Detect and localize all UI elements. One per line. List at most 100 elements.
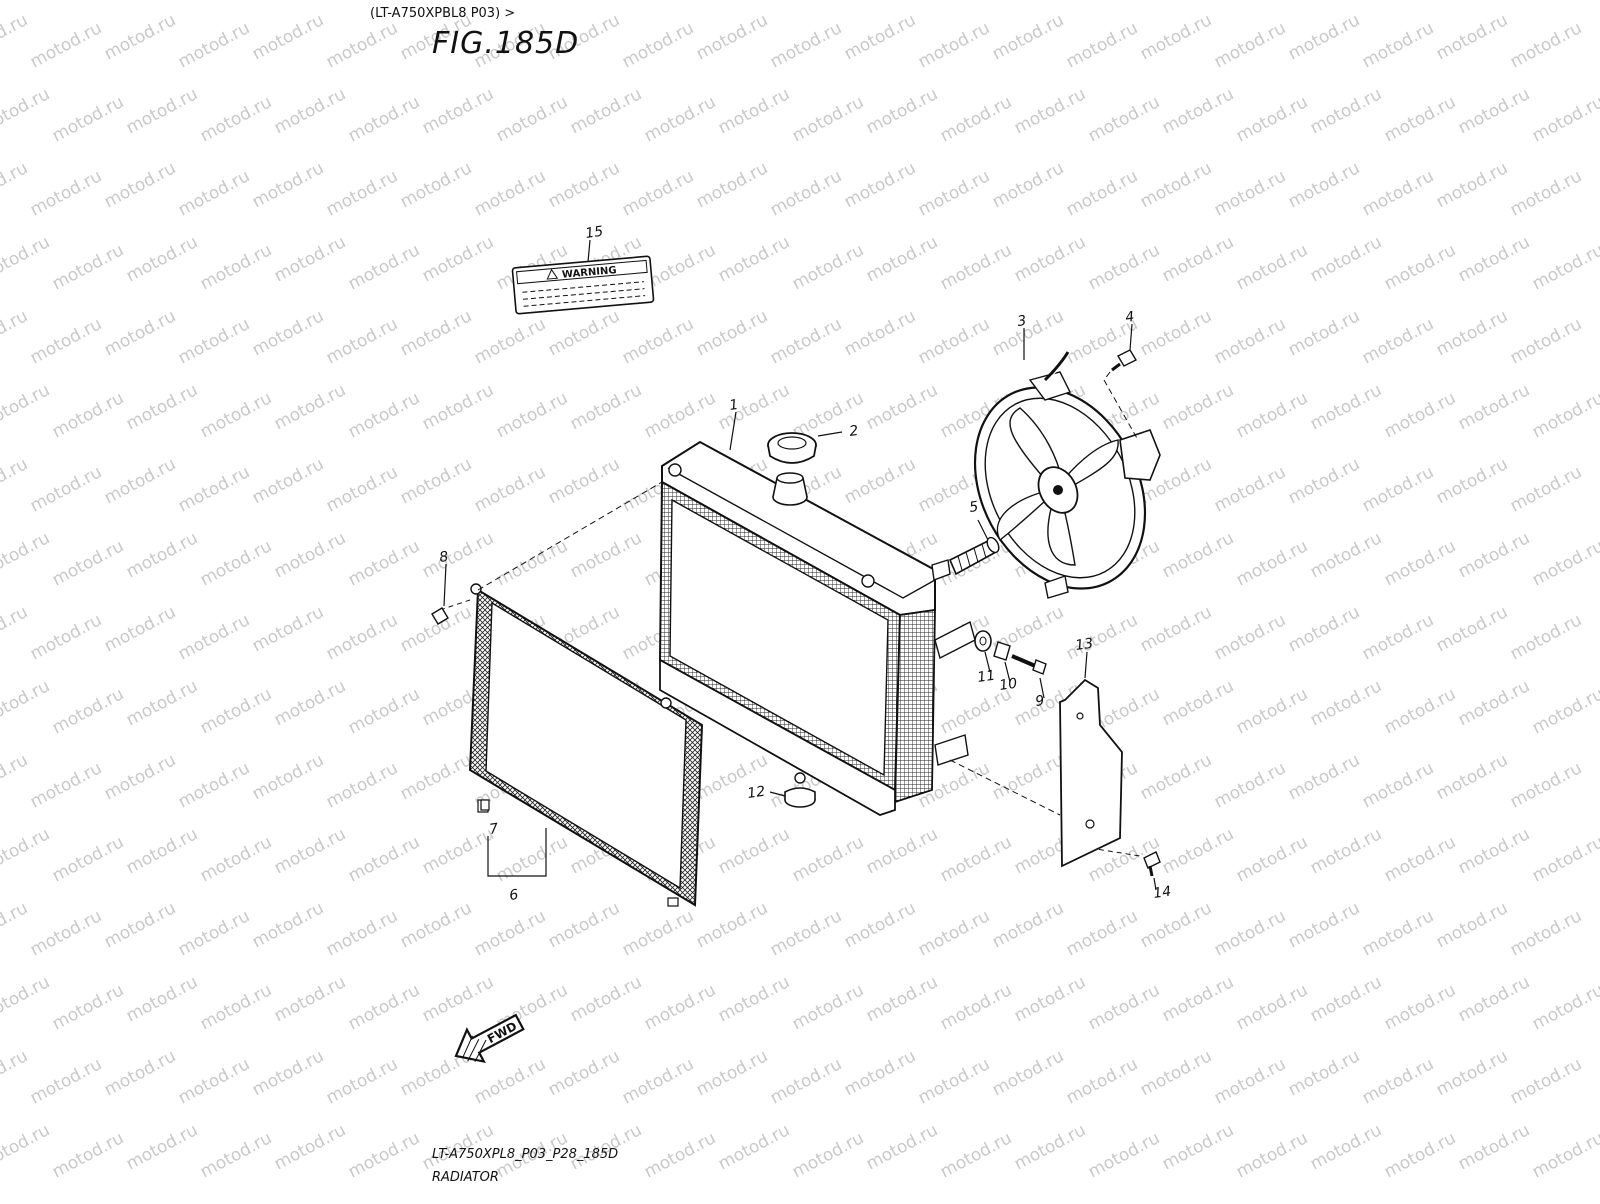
watermark-text: motod.ru: [989, 10, 1067, 64]
watermark-text: motod.ru: [1507, 18, 1585, 72]
watermark-text: motod.ru: [789, 1128, 867, 1182]
watermark-text: motod.ru: [101, 454, 179, 508]
watermark-text: motod.ru: [419, 972, 497, 1026]
watermark-text: motod.ru: [1233, 240, 1311, 294]
watermark-text: motod.ru: [567, 380, 645, 434]
watermark-text: motod.ru: [49, 536, 127, 590]
watermark-text: motod.ru: [471, 462, 549, 516]
watermark-text: motod.ru: [1529, 980, 1600, 1034]
watermark-text: motod.ru: [1507, 462, 1585, 516]
watermark-text: motod.ru: [323, 758, 401, 812]
watermark-text: motod.ru: [789, 980, 867, 1034]
watermark-text: motod.ru: [249, 898, 327, 952]
watermark-text: motod.ru: [471, 906, 549, 960]
watermark-text: motod.ru: [863, 232, 941, 286]
watermark-text: motod.ru: [715, 84, 793, 138]
watermark-text: motod.ru: [1159, 676, 1237, 730]
callout-10: 10: [998, 676, 1018, 694]
watermark-text: motod.ru: [863, 824, 941, 878]
fan-bolt: [1111, 349, 1137, 372]
watermark-text: motod.ru: [493, 832, 571, 886]
watermark-text: motod.ru: [271, 232, 349, 286]
watermark-text: motod.ru: [1285, 454, 1363, 508]
watermark-text: motod.ru: [1159, 232, 1237, 286]
watermark-text: motod.ru: [249, 454, 327, 508]
watermark-text: motod.ru: [0, 676, 53, 730]
watermark-text: motod.ru: [1381, 240, 1459, 294]
callout-3: 3: [1016, 313, 1027, 330]
watermark-text: motod.ru: [767, 18, 845, 72]
watermark-text: motod.ru: [323, 18, 401, 72]
watermark-text: motod.ru: [493, 92, 571, 146]
watermark-text: motod.ru: [915, 1054, 993, 1108]
watermark-text: motod.ru: [175, 462, 253, 516]
watermark-text: motod.ru: [175, 906, 253, 960]
watermark-text: motod.ru: [1233, 980, 1311, 1034]
watermark-text: motod.ru: [1137, 898, 1215, 952]
watermark-text: motod.ru: [567, 84, 645, 138]
watermark-text: motod.ru: [0, 528, 53, 582]
watermark-text: motod.ru: [323, 1054, 401, 1108]
watermark-text: motod.ru: [767, 314, 845, 368]
watermark-text: motod.ru: [1211, 18, 1289, 72]
watermark-text: motod.ru: [1233, 684, 1311, 738]
watermark-text: motod.ru: [1285, 158, 1363, 212]
watermark-text: motod.ru: [715, 380, 793, 434]
fan-connector: [948, 536, 1000, 576]
watermark-text: motod.ru: [1307, 972, 1385, 1026]
watermark-text: motod.ru: [1211, 314, 1289, 368]
watermark-text: motod.ru: [1307, 1120, 1385, 1174]
watermark-text: motod.ru: [1137, 10, 1215, 64]
watermark-text: motod.ru: [249, 1046, 327, 1100]
watermark-text: motod.ru: [1233, 92, 1311, 146]
watermark-text: motod.ru: [1507, 610, 1585, 664]
watermark-text: motod.ru: [49, 92, 127, 146]
watermark-text: motod.ru: [1359, 906, 1437, 960]
watermark-text: motod.ru: [345, 1128, 423, 1182]
watermark-text: motod.ru: [419, 232, 497, 286]
watermark-text: motod.ru: [271, 380, 349, 434]
watermark-text: motod.ru: [1063, 166, 1141, 220]
watermark-text: motod.ru: [841, 1046, 919, 1100]
watermark-text: motod.ru: [619, 166, 697, 220]
watermark-text: motod.ru: [175, 758, 253, 812]
watermark-text: motod.ru: [989, 750, 1067, 804]
watermark-text: motod.ru: [1507, 1054, 1585, 1108]
watermark-text: motod.ru: [1011, 232, 1089, 286]
watermark-text: motod.ru: [493, 536, 571, 590]
watermark-text: motod.ru: [715, 1120, 793, 1174]
watermark-text: motod.ru: [1433, 10, 1511, 64]
watermark-text: motod.ru: [1455, 528, 1533, 582]
watermark-text: motod.ru: [197, 536, 275, 590]
callout-8: 8: [438, 549, 449, 566]
radiator-core: [658, 440, 976, 816]
watermark-text: motod.ru: [1359, 610, 1437, 664]
watermark-text: motod.ru: [693, 1046, 771, 1100]
watermark-text: motod.ru: [345, 388, 423, 442]
watermark-text: motod.ru: [1159, 84, 1237, 138]
watermark-text: motod.ru: [345, 832, 423, 886]
watermark-text: motod.ru: [397, 454, 475, 508]
watermark-text: motod.ru: [1307, 380, 1385, 434]
watermark-text: motod.ru: [1159, 972, 1237, 1026]
watermark-text: motod.ru: [123, 232, 201, 286]
watermark-text: motod.ru: [989, 306, 1067, 360]
watermark-text: motod.ru: [323, 314, 401, 368]
watermark-text: motod.ru: [841, 10, 919, 64]
watermark-text: motod.ru: [249, 750, 327, 804]
watermark-text: motod.ru: [1233, 832, 1311, 886]
callout-6: 6: [508, 887, 519, 904]
watermark-text: motod.ru: [915, 314, 993, 368]
watermark-text: motod.ru: [567, 528, 645, 582]
watermark-text: motod.ru: [1529, 684, 1600, 738]
watermark-text: motod.ru: [1529, 240, 1600, 294]
watermark-text: motod.ru: [271, 972, 349, 1026]
watermark-text: motod.ru: [197, 1128, 275, 1182]
watermark-text: motod.ru: [271, 676, 349, 730]
watermark-text: motod.ru: [1433, 898, 1511, 952]
watermark-text: motod.ru: [27, 758, 105, 812]
watermark-text: motod.ru: [1381, 92, 1459, 146]
watermark-text: motod.ru: [1307, 84, 1385, 138]
watermark-text: motod.ru: [1285, 898, 1363, 952]
watermark-text: motod.ru: [915, 18, 993, 72]
